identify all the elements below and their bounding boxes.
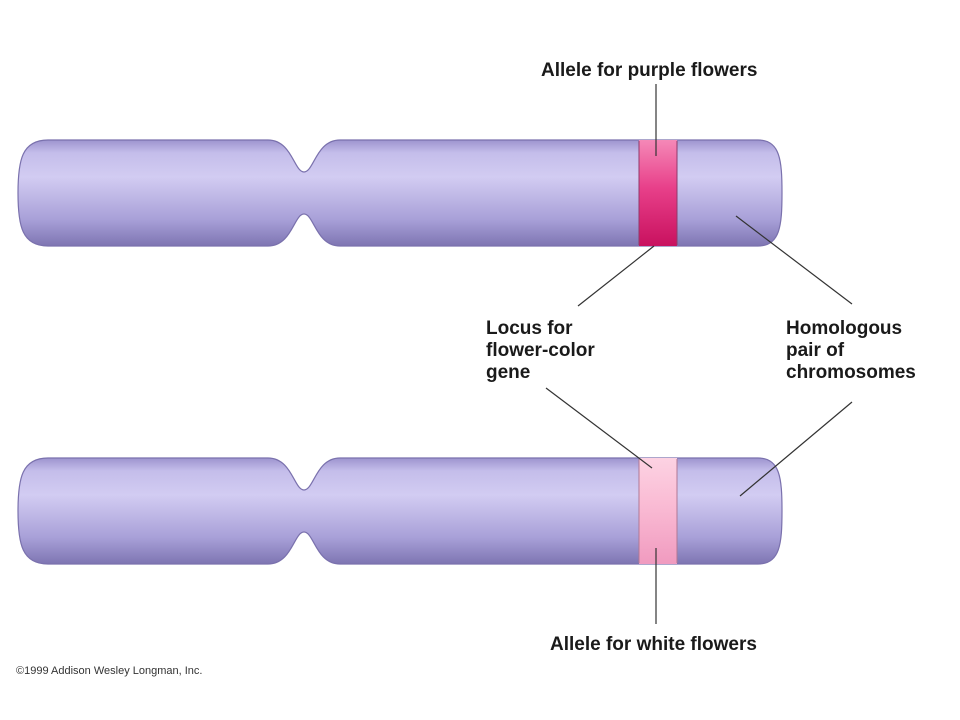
leader-locus-top: [577, 245, 655, 307]
chromosome-bottom-body: [17, 457, 783, 565]
homologous-label-line: chromosomes: [786, 362, 916, 383]
leader-homologous-bottom: [739, 401, 853, 497]
allele-purple-label: Allele for purple flowers: [541, 60, 758, 81]
leader-locus-bottom: [545, 387, 653, 469]
locus-label-line: gene: [486, 362, 531, 383]
chromosome-bottom: [17, 457, 783, 565]
chromosome-top: [17, 139, 783, 247]
locus-label-line: flower-color: [486, 340, 595, 361]
locus-label: Locus for flower-color gene: [486, 318, 595, 384]
locus-label-line: Locus for: [486, 318, 573, 339]
homologous-label-line: pair of: [786, 340, 845, 361]
copyright-notice: ©1999 Addison Wesley Longman, Inc.: [16, 665, 203, 677]
allele-band-purple: [639, 140, 677, 246]
leader-homologous-top: [735, 215, 853, 305]
homologous-label: Homologous pair of chromosomes: [786, 318, 916, 384]
allele-band-white: [639, 458, 677, 564]
homologous-label-line: Homologous: [786, 318, 903, 339]
chromosome-top-body: [17, 139, 783, 247]
allele-white-label: Allele for white flowers: [550, 634, 757, 655]
